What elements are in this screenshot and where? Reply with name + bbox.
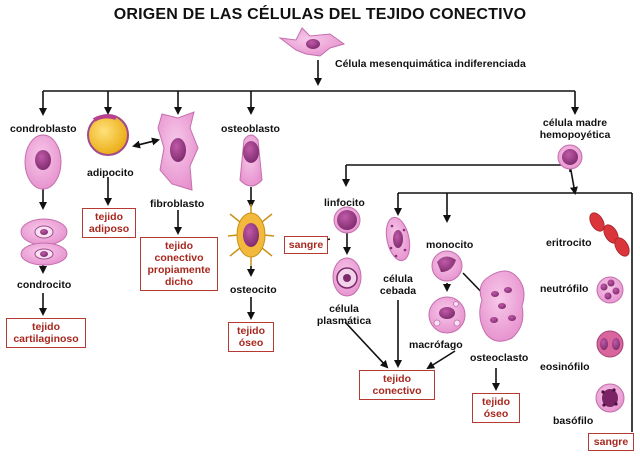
plasma-cell-icon	[332, 257, 362, 297]
label-neutrofilo: neutrófilo	[540, 283, 589, 295]
label-fibroblasto: fibroblasto	[150, 198, 205, 210]
box-fibro-line4: dicho	[165, 276, 193, 288]
label-madre-line2: hemopoyética	[539, 129, 611, 141]
label-madre-line1: célula madre	[542, 117, 608, 129]
label-macrofago: macrófago	[409, 339, 463, 351]
box-cartilaginoso-line1: tejido	[32, 321, 60, 333]
box-fibro-line1: tejido	[165, 240, 193, 252]
erythrocyte-icon	[589, 212, 630, 257]
label-osteoclasto: osteoclasto	[470, 352, 529, 364]
box-conectivo-line1: tejido	[383, 373, 411, 385]
label-eritrocito: eritrocito	[546, 237, 592, 249]
box-conectivo-line2: conectivo	[372, 385, 422, 397]
adipocyte-icon	[87, 114, 129, 156]
box-tejido-oseo-osteocito: tejido óseo	[228, 322, 274, 352]
box-fibro-line3: propiamente	[147, 264, 211, 276]
mesenchymal-cell-icon	[278, 27, 346, 57]
eosinophil-icon	[596, 330, 624, 358]
label-condroblasto: condroblasto	[10, 123, 77, 135]
chondrocyte-icon	[20, 218, 68, 266]
fibroblast-icon	[157, 111, 199, 191]
box-tejido-cartilaginoso: tejido cartilaginoso	[6, 318, 86, 348]
box-oseo2-line2: óseo	[483, 408, 509, 420]
label-cebada-line2: cebada	[379, 285, 417, 297]
osteocyte-icon	[227, 204, 275, 266]
box-oseo1-line1: tejido	[237, 325, 265, 337]
label-celula-madre-hemopoyetica: célula madre hemopoyética	[535, 117, 615, 141]
box-tejido-oseo-osteoclasto: tejido óseo	[472, 393, 520, 423]
box-fibro-line2: conectivo	[154, 252, 204, 264]
label-plasmatica-line2: plasmática	[316, 315, 372, 327]
macrophage-icon	[428, 296, 466, 334]
box-cartilaginoso-line2: cartilaginoso	[13, 333, 79, 345]
label-adipocito: adipocito	[87, 167, 134, 179]
box-tejido-conectivo-propiamente-dicho: tejido conectivo propiamente dicho	[140, 237, 218, 291]
box-tejido-conectivo: tejido conectivo	[359, 370, 435, 400]
mast-cell-icon	[385, 216, 411, 262]
chondroblast-icon	[24, 134, 62, 190]
box-sangre-linfocito: sangre	[284, 236, 328, 254]
label-eosinofilo: eosinófilo	[540, 361, 590, 373]
diagram-title: ORIGEN DE LAS CÉLULAS DEL TEJIDO CONECTI…	[113, 6, 527, 23]
label-linfocito: linfocito	[324, 197, 365, 209]
box-oseo1-line2: óseo	[238, 337, 264, 349]
label-monocito: monocito	[426, 239, 474, 251]
label-condrocito: condrocito	[17, 279, 72, 291]
connector-lines	[39, 60, 633, 432]
label-basofilo: basófilo	[553, 415, 594, 427]
box-adiposo-line1: tejido	[95, 211, 123, 223]
osteoclast-icon	[479, 270, 525, 342]
osteoblast-icon	[239, 134, 263, 187]
box-sangre-granulocitos: sangre	[588, 433, 634, 451]
basophil-icon	[595, 383, 625, 413]
monocyte-icon	[431, 250, 463, 282]
label-celula-cebada: célula cebada	[368, 273, 428, 297]
lymphocyte-icon	[333, 206, 361, 234]
label-cebada-line1: célula	[383, 273, 413, 285]
box-tejido-adiposo: tejido adiposo	[82, 208, 136, 238]
label-celula-plasmatica: célula plasmática	[309, 303, 379, 327]
hematopoietic-stem-cell-icon	[557, 144, 583, 170]
label-plasmatica-line1: célula	[329, 303, 359, 315]
label-osteocito: osteocito	[230, 284, 277, 296]
label-mesenquimatica: Célula mesenquimática indiferenciada	[335, 58, 526, 70]
neutrophil-icon	[596, 276, 624, 304]
label-osteoblasto: osteoblasto	[221, 123, 280, 135]
box-adiposo-line2: adiposo	[88, 223, 130, 235]
box-oseo2-line1: tejido	[482, 396, 510, 408]
